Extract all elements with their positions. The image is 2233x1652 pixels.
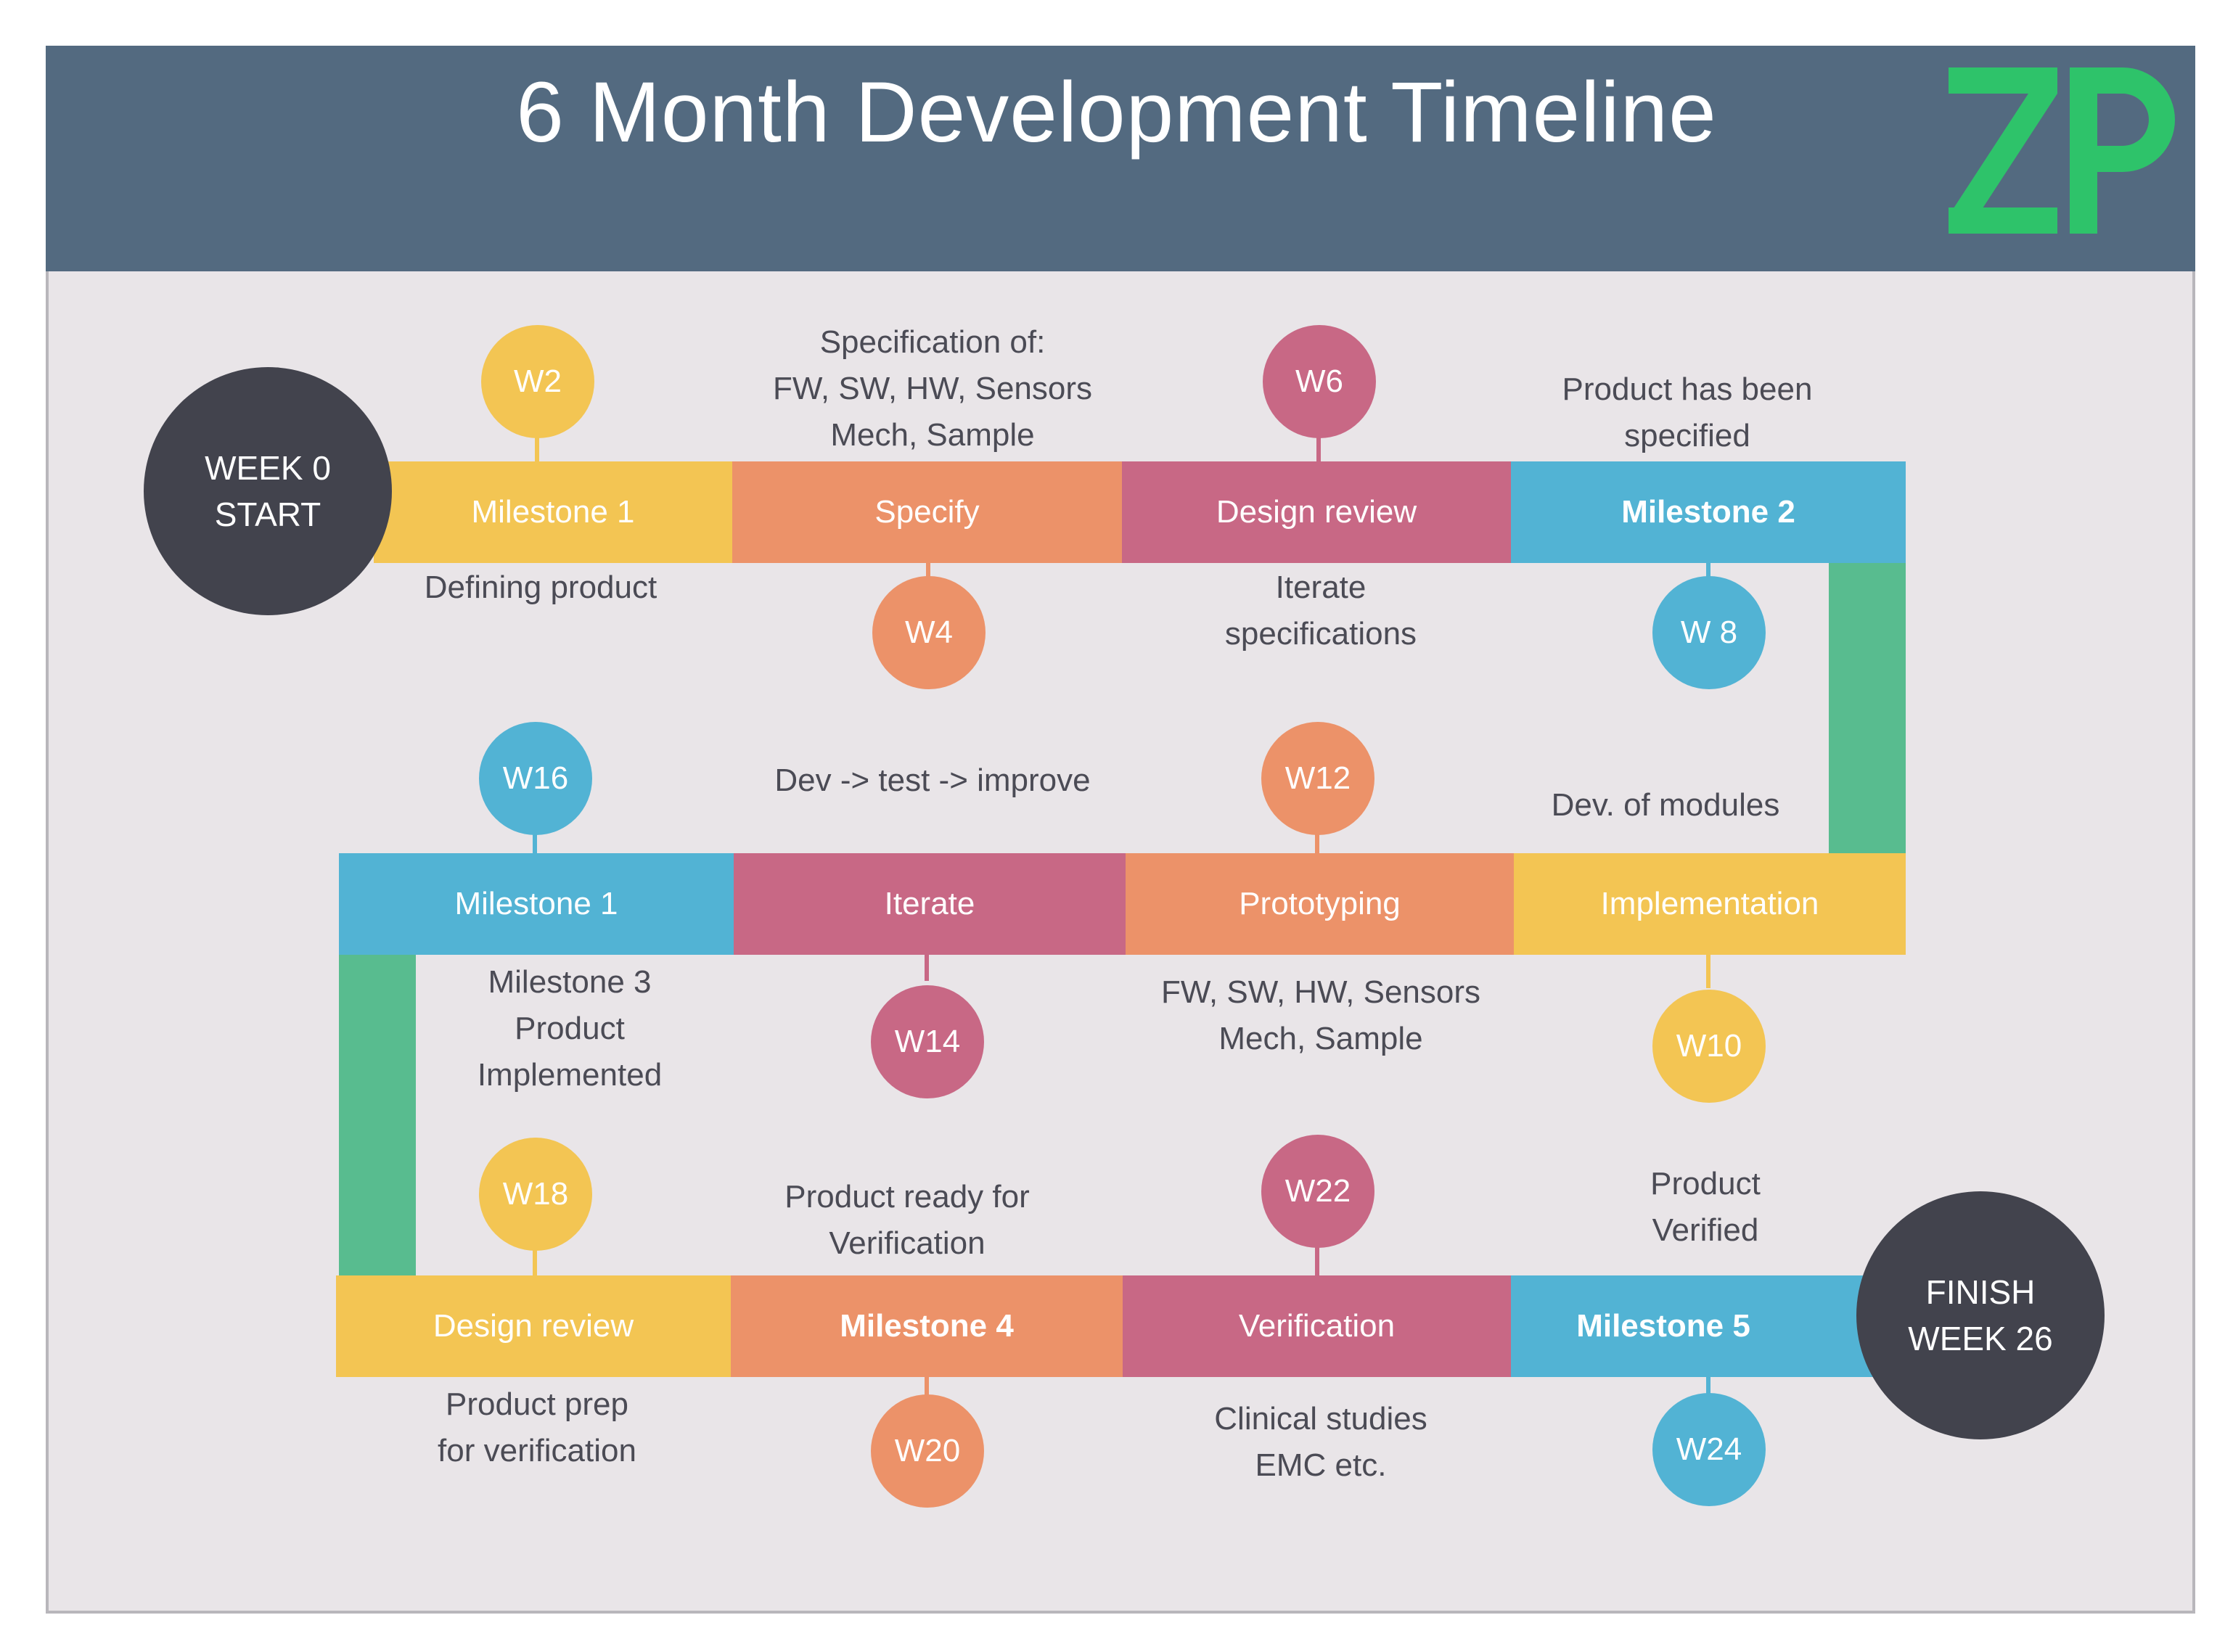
bar-milestone-4: Milestone 4 (731, 1275, 1123, 1377)
bar-design-review: Design review (1122, 461, 1511, 563)
week-w24-marker: W24 (1652, 1393, 1766, 1506)
stem-w14 (925, 952, 929, 981)
stem-w6 (1316, 435, 1321, 464)
bar-prototyping: Prototyping (1126, 853, 1514, 955)
week-w14-marker: W14 (871, 985, 984, 1098)
bar-milestone-5: Milestone 5 (1511, 1275, 1903, 1377)
note-dev-of-modules: Dev. of modules (1551, 787, 1780, 823)
note-dev-test-improve: Dev -> test -> improve (774, 763, 1091, 798)
week-w18-marker: W18 (479, 1138, 592, 1251)
note-defining-product: Defining product (424, 570, 657, 605)
week-w6-marker: W6 (1263, 325, 1376, 438)
stem-w16 (533, 827, 537, 856)
stem-w4 (926, 560, 930, 582)
stem-w20 (925, 1374, 929, 1396)
stem-w2 (535, 435, 539, 464)
week-w4-marker: W4 (872, 576, 986, 689)
bar-design-review-row3: Design review (336, 1275, 731, 1377)
page-title: 6 Month Development Timeline (516, 65, 1717, 160)
week-w8-marker: W 8 (1652, 576, 1766, 689)
bar-specify: Specify (732, 461, 1122, 563)
week-w20-marker: W20 (871, 1394, 984, 1508)
stem-w18 (533, 1248, 537, 1277)
week-w12-marker: W12 (1261, 722, 1374, 835)
header-banner (46, 46, 2195, 271)
stem-w10 (1706, 952, 1710, 988)
stem-w22 (1315, 1245, 1319, 1277)
week-w22-marker: W22 (1261, 1135, 1374, 1248)
bar-milestone-1-row2: Milestone 1 (339, 853, 734, 955)
bar-iterate: Iterate (734, 853, 1126, 955)
week-w2-marker: W2 (481, 325, 594, 438)
stem-w8 (1706, 560, 1710, 582)
week-w10-marker: W10 (1652, 990, 1766, 1103)
bar-verification: Verification (1123, 1275, 1511, 1377)
bar-implementation: Implementation (1514, 853, 1906, 955)
zp-logo (1949, 67, 2175, 234)
stem-w12 (1315, 827, 1319, 856)
stem-w24 (1706, 1374, 1710, 1396)
week-w16-marker: W16 (479, 722, 592, 835)
bar-milestone-2: Milestone 2 (1511, 461, 1906, 563)
bar-milestone-1: Milestone 1 (374, 461, 732, 563)
